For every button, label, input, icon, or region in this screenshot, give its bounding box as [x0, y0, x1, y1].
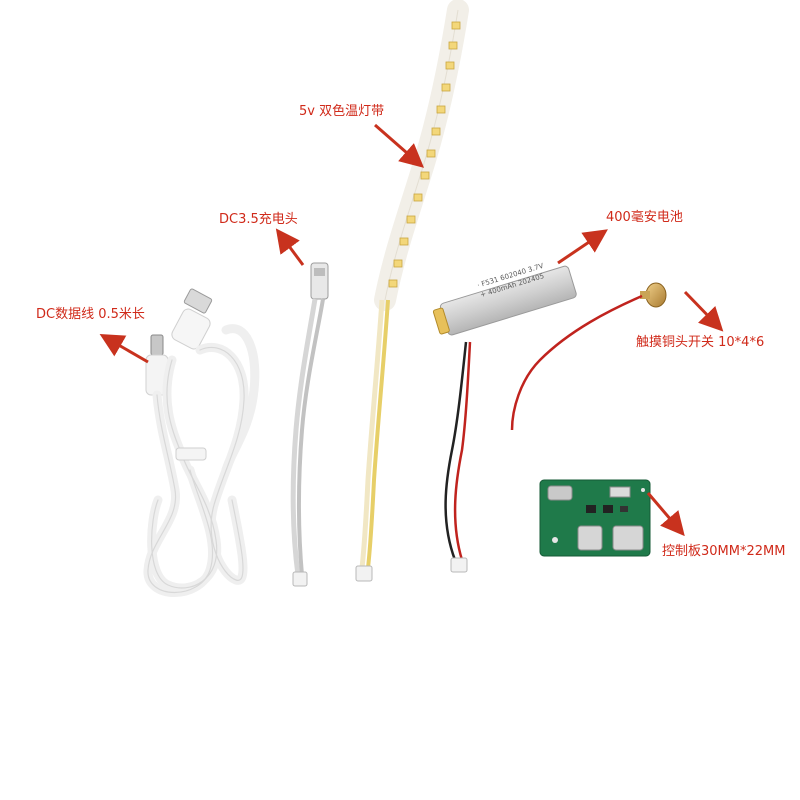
- arrow-dc-cable: [99, 333, 149, 364]
- arrow-battery: [557, 229, 608, 265]
- battery: [432, 265, 577, 573]
- arrow-control-board: [646, 492, 685, 537]
- label-dc-head: DC3.5充电头: [219, 212, 298, 227]
- dc-cable: [143, 288, 260, 597]
- label-control-board: 控制板30MM*22MM: [662, 544, 786, 559]
- label-led-strip: 5v 双色温灯带: [299, 104, 385, 119]
- annotation-arrows: [99, 123, 724, 537]
- dc-jack: [290, 262, 329, 587]
- usb-plug: [171, 288, 213, 350]
- label-battery: 400毫安电池: [606, 210, 683, 225]
- label-dc-cable: DC数据线 0.5米长: [36, 307, 145, 322]
- led-chips: [388, 21, 461, 288]
- label-touch-switch: 触摸铜头开关 10*4*6: [636, 335, 765, 350]
- led-strip: [355, 0, 469, 582]
- touch-switch: [510, 282, 667, 431]
- arrow-dc-jack: [275, 228, 305, 266]
- control-board: [539, 479, 651, 557]
- arrow-led-strip: [374, 123, 425, 168]
- arrow-touch-switch: [683, 290, 724, 332]
